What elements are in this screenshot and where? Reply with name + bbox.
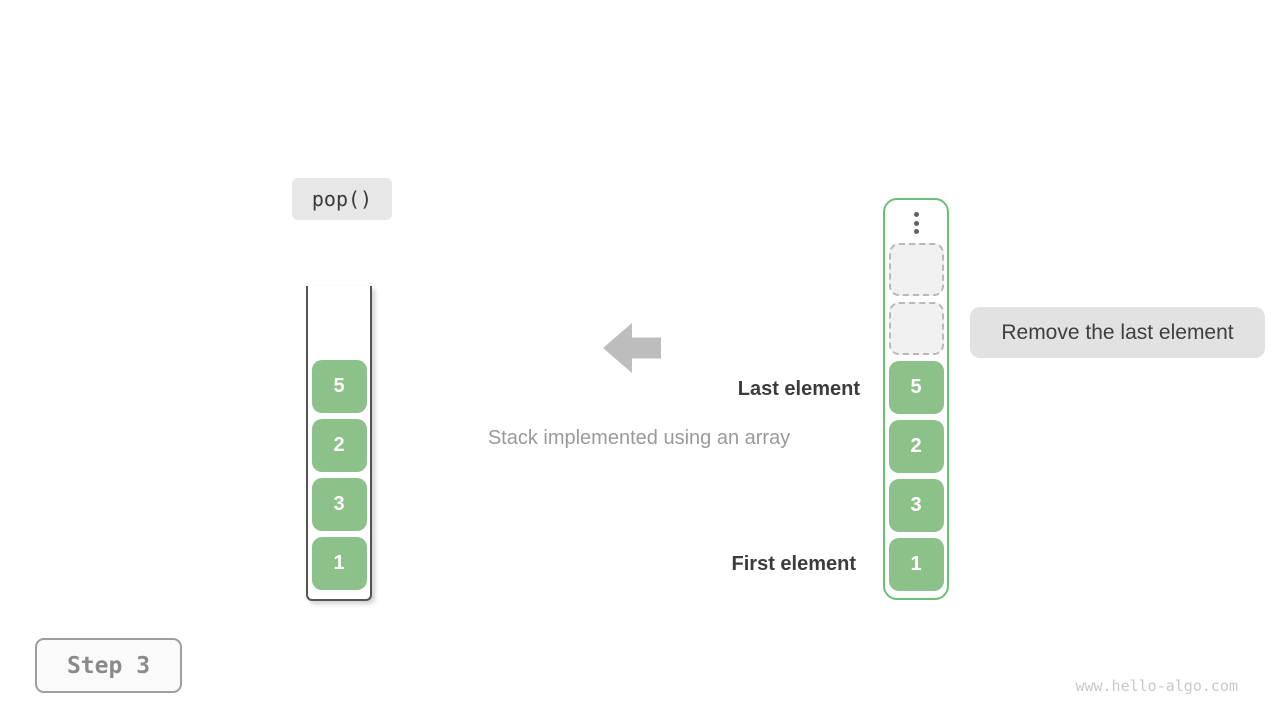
- dot-icon: [913, 212, 919, 217]
- step-indicator-button[interactable]: Step 3: [35, 638, 182, 693]
- stack-cell: 1: [311, 537, 367, 590]
- remove-last-element-annotation: Remove the last element: [970, 307, 1265, 358]
- last-element-label: Last element: [737, 378, 860, 400]
- stack-cell: 5: [311, 360, 367, 413]
- array-cell: 3: [888, 479, 944, 532]
- diagram-caption: Stack implemented using an array: [487, 427, 791, 449]
- array-cell: 5: [888, 361, 944, 414]
- watermark-text: www.hello-algo.com: [1075, 677, 1238, 695]
- first-element-label: First element: [731, 553, 856, 575]
- dot-icon: [913, 229, 919, 234]
- vertical-ellipsis-icon: [913, 212, 919, 234]
- array-cell: 1: [888, 538, 944, 591]
- array-cell: 2: [888, 420, 944, 473]
- array-container: 5 2 3 1: [883, 198, 949, 600]
- dot-icon: [913, 220, 919, 226]
- stack-cell: 3: [311, 478, 367, 531]
- left-arrow-icon: [603, 323, 661, 373]
- stack-container: 5 2 3 1: [306, 286, 372, 601]
- empty-array-slot: [888, 243, 944, 296]
- pop-operation-label: pop(): [292, 178, 392, 220]
- stack-cell: 2: [311, 419, 367, 472]
- empty-array-slot: [888, 302, 944, 355]
